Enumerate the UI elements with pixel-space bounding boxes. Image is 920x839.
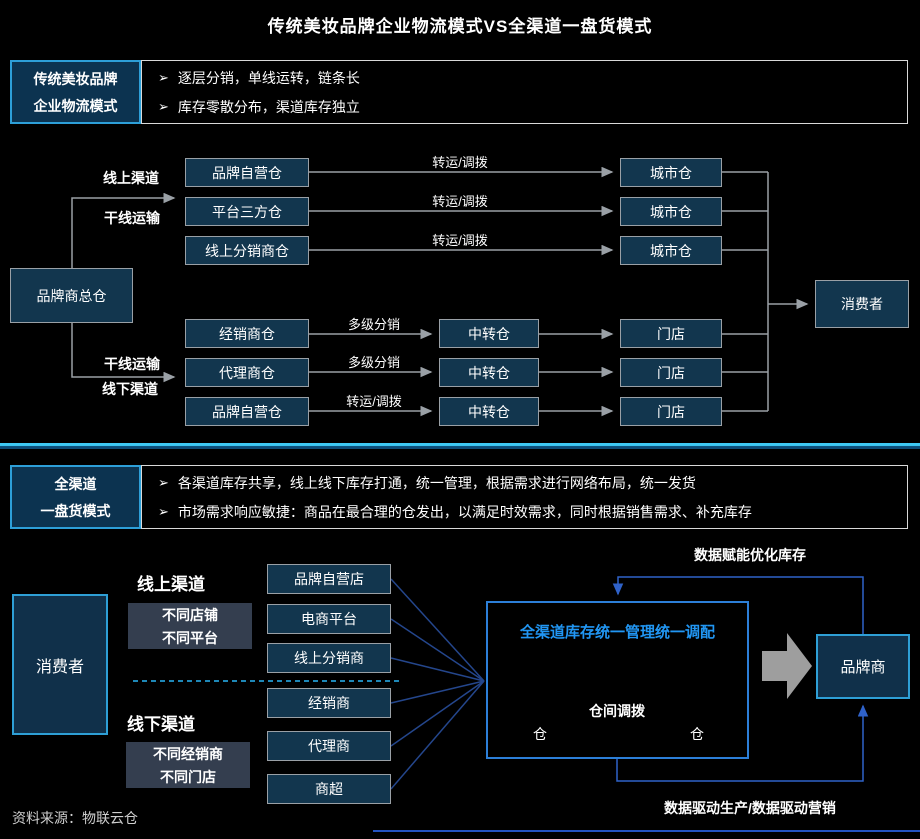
section2-bullet-0: ➢ 各渠道库存共享，线上线下库存打通，统一管理，根据需求进行网络布局，统一发货 bbox=[158, 473, 907, 493]
footer-accent-line bbox=[373, 830, 920, 832]
box-channel-supermarket: 商超 bbox=[267, 774, 391, 804]
heading-offline-channel: 线下渠道 bbox=[127, 715, 195, 734]
label-flow-online-1: 转运/调拨 bbox=[432, 194, 488, 209]
box-city-warehouse-1: 城市仓 bbox=[620, 197, 722, 226]
bullet-arrow-icon: ➢ bbox=[158, 98, 169, 114]
box-consumer-bottom: 消费者 bbox=[12, 594, 108, 735]
section1-header-line1: 传统美妆品牌 bbox=[33, 70, 118, 87]
box-channel-ecommerce: 电商平台 bbox=[267, 604, 391, 634]
box-city-warehouse-0: 城市仓 bbox=[620, 158, 722, 187]
hub-title: 全渠道库存统一管理统一调配 bbox=[519, 624, 715, 641]
big-right-arrow bbox=[762, 633, 812, 699]
box-store-1: 门店 bbox=[620, 358, 722, 387]
label-flow-offline-1: 多级分销 bbox=[347, 355, 400, 370]
section-divider bbox=[0, 443, 920, 449]
box-brand-main-warehouse: 品牌商总仓 bbox=[10, 268, 133, 323]
box-channel-brand-store: 品牌自营店 bbox=[267, 564, 391, 594]
section2-header-badge: 全渠道 一盘货模式 bbox=[10, 465, 141, 529]
box-brand: 品牌商 bbox=[816, 634, 910, 699]
section2-bullet-0-text: 各渠道库存共享，线上线下库存打通，统一管理，根据需求进行网络布局，统一发货 bbox=[177, 474, 696, 491]
section1-header-badge: 传统美妆品牌 企业物流模式 bbox=[10, 60, 141, 124]
section2-bullet-1-text: 市场需求响应敏捷：商品在最合理的仓发出，以满足时效需求，同时根据销售需求、补充库… bbox=[177, 503, 752, 520]
box-city-warehouse-2: 城市仓 bbox=[620, 236, 722, 265]
section1-bullet-1: ➢ 库存零散分布，渠道库存独立 bbox=[158, 97, 907, 117]
label-flow-online-2: 转运/调拨 bbox=[432, 233, 488, 248]
box-consumer-top: 消费者 bbox=[815, 280, 909, 328]
label-offline-channel: 线下渠道 bbox=[102, 381, 158, 397]
note-offline-line1: 不同经销商 bbox=[153, 745, 223, 762]
box-transit-warehouse-2: 中转仓 bbox=[439, 397, 539, 426]
bullet-arrow-icon: ➢ bbox=[158, 474, 169, 490]
label-trunk-transport-top: 干线运输 bbox=[104, 210, 160, 226]
box-channel-online-distributor: 线上分销商 bbox=[267, 643, 391, 673]
section2-summary: ➢ 各渠道库存共享，线上线下库存打通，统一管理，根据需求进行网络布局，统一发货 … bbox=[141, 465, 908, 529]
label-data-optimize-inventory: 数据赋能优化库存 bbox=[694, 547, 806, 563]
box-channel-agent: 代理商 bbox=[267, 731, 391, 761]
note-online-line1: 不同店铺 bbox=[162, 606, 218, 623]
bullet-arrow-icon: ➢ bbox=[158, 503, 169, 519]
label-flow-offline-0: 多级分销 bbox=[347, 317, 400, 332]
heading-online-channel: 线上渠道 bbox=[137, 575, 205, 594]
page-title: 传统美妆品牌企业物流模式VS全渠道一盘货模式 bbox=[267, 17, 653, 36]
label-data-driven: 数据驱动生产/数据驱动营销 bbox=[664, 800, 836, 816]
section2-bullet-1: ➢ 市场需求响应敏捷：商品在最合理的仓发出，以满足时效需求，同时根据销售需求、补… bbox=[158, 502, 907, 522]
label-flow-offline-2: 转运/调拨 bbox=[346, 394, 402, 409]
label-online-channel: 线上渠道 bbox=[103, 170, 159, 186]
source-note: 资料来源：物联云仓 bbox=[12, 810, 138, 826]
box-offline-warehouse-0: 经销商仓 bbox=[185, 319, 309, 348]
box-offline-warehouse-1: 代理商仓 bbox=[185, 358, 309, 387]
label-warehouse-left: 仓 bbox=[533, 726, 547, 742]
section1-bullet-0: ➢ 逐层分销，单线运转，链条长 bbox=[158, 68, 907, 88]
box-online-warehouse-1: 平台三方仓 bbox=[185, 197, 309, 226]
box-store-0: 门店 bbox=[620, 319, 722, 348]
section1-header-line2: 企业物流模式 bbox=[33, 97, 118, 114]
box-offline-warehouse-2: 品牌自营仓 bbox=[185, 397, 309, 426]
section1-bullet-0-text: 逐层分销，单线运转，链条长 bbox=[177, 69, 360, 86]
box-transit-warehouse-0: 中转仓 bbox=[439, 319, 539, 348]
box-channel-dealer: 经销商 bbox=[267, 688, 391, 718]
note-online-line2: 不同平台 bbox=[162, 629, 218, 646]
note-offline-line2: 不同门店 bbox=[160, 768, 216, 785]
box-online-warehouse-0: 品牌自营仓 bbox=[185, 158, 309, 187]
label-inter-warehouse-transfer: 仓间调拨 bbox=[589, 703, 645, 719]
box-online-warehouse-2: 线上分销商仓 bbox=[185, 236, 309, 265]
section1-summary: ➢ 逐层分销，单线运转，链条长 ➢ 库存零散分布，渠道库存独立 bbox=[141, 60, 908, 124]
bullet-arrow-icon: ➢ bbox=[158, 69, 169, 85]
section2-header-line2: 一盘货模式 bbox=[40, 502, 111, 519]
note-offline-channel: 不同经销商 不同门店 bbox=[126, 742, 250, 788]
box-transit-warehouse-1: 中转仓 bbox=[439, 358, 539, 387]
hub-unified-inventory-box bbox=[486, 601, 749, 759]
note-online-channel: 不同店铺 不同平台 bbox=[128, 603, 252, 649]
section1-bullet-1-text: 库存零散分布，渠道库存独立 bbox=[177, 98, 360, 115]
label-flow-online-0: 转运/调拨 bbox=[432, 155, 488, 170]
label-trunk-transport-bottom: 干线运输 bbox=[104, 356, 160, 372]
box-store-2: 门店 bbox=[620, 397, 722, 426]
section2-header-line1: 全渠道 bbox=[54, 475, 97, 492]
label-warehouse-right: 仓 bbox=[690, 726, 704, 742]
